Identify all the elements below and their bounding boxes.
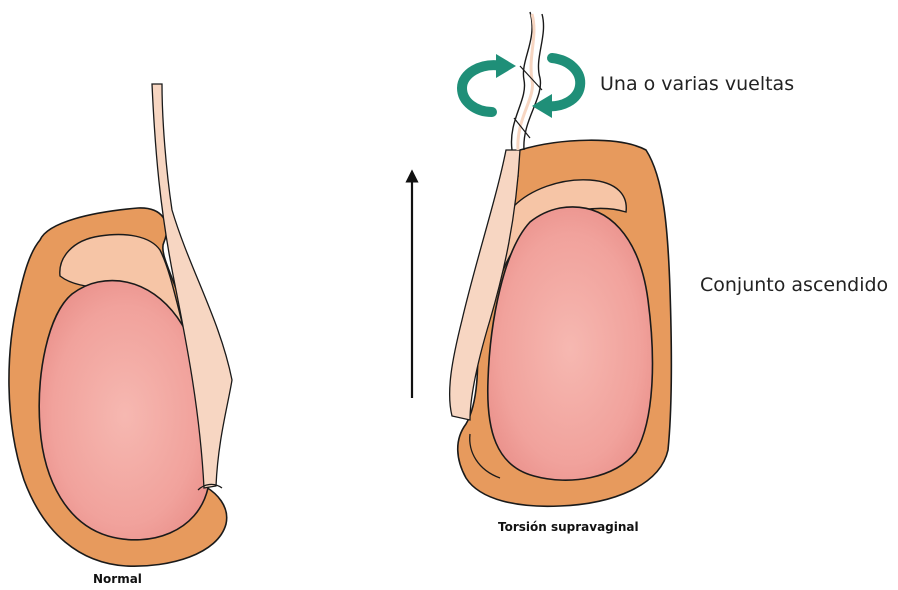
- torsion-twisted-cord: [511, 12, 532, 150]
- normal-caption: Normal: [93, 572, 142, 586]
- ascended-label: Conjunto ascendido: [700, 274, 888, 296]
- torsion-caption: Torsión supravaginal: [498, 520, 639, 534]
- curved-rotation-arrows-icon: [462, 54, 580, 118]
- turns-label: Una o varias vueltas: [600, 73, 794, 95]
- normal-testis-illustration: [9, 84, 232, 566]
